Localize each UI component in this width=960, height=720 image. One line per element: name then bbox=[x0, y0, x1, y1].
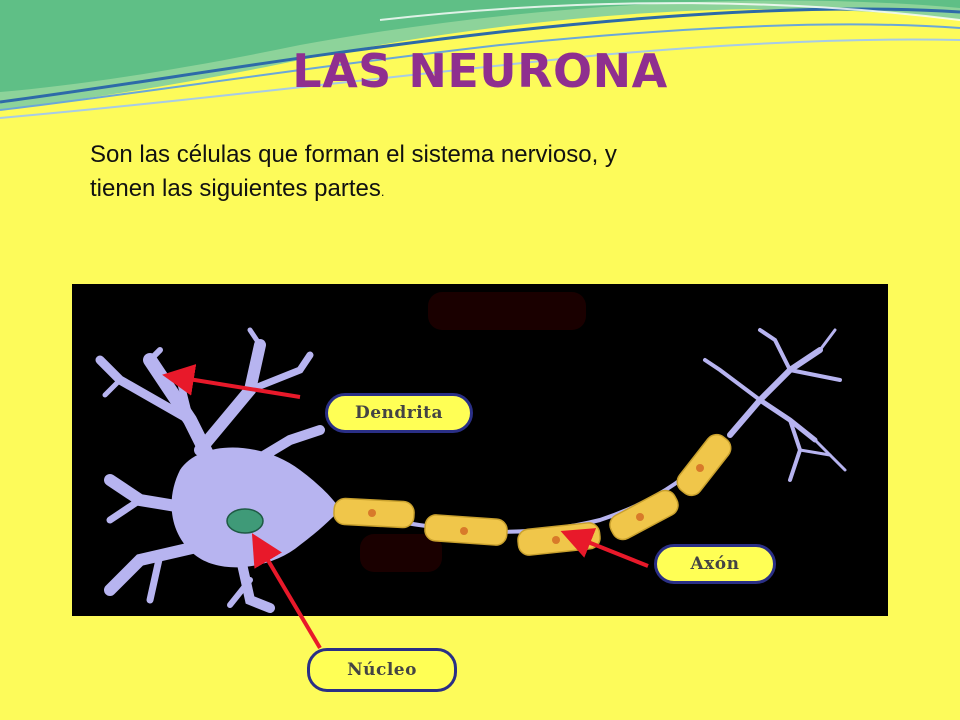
label-axon: Axón bbox=[654, 544, 776, 584]
hidden-label-middle bbox=[360, 534, 442, 572]
myelin-nuclei bbox=[368, 464, 704, 544]
nucleus bbox=[226, 508, 264, 534]
axon-terminals bbox=[703, 328, 847, 482]
hidden-label-top bbox=[428, 292, 586, 330]
axon-arrow bbox=[560, 528, 649, 568]
slide-title: LAS NEURONA bbox=[292, 44, 668, 98]
dendrita-arrow bbox=[162, 364, 301, 399]
myelin-sheaths bbox=[333, 433, 732, 556]
intro-line-1: Son las células que forman el sistema ne… bbox=[90, 141, 617, 168]
intro-line-2-text: tienen las siguientes partes bbox=[90, 175, 381, 202]
cell-body bbox=[171, 447, 340, 568]
intro-line-2: tienen las siguientes partes. bbox=[90, 172, 850, 209]
intro-period: . bbox=[380, 184, 385, 199]
nucleo-arrow bbox=[251, 533, 322, 650]
decorative-swoosh bbox=[0, 0, 960, 119]
label-nucleo: Núcleo bbox=[307, 648, 457, 692]
intro-text: Son las células que forman el sistema ne… bbox=[90, 138, 850, 209]
label-dendrita: Dendrita bbox=[325, 393, 473, 433]
